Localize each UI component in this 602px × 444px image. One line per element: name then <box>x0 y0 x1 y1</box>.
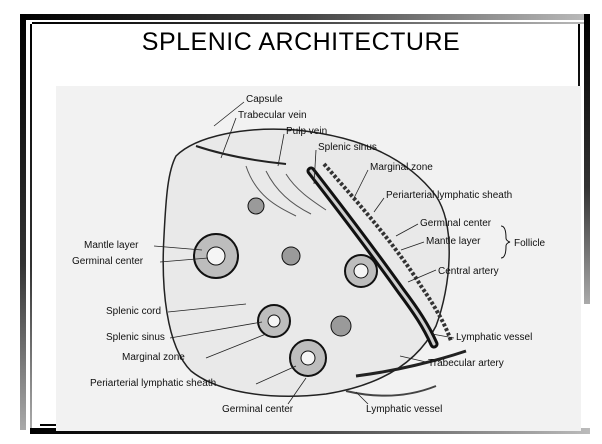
frame-top-border-inner <box>32 22 588 24</box>
label-pals-bottom: Periarterial lymphatic sheath <box>90 378 216 389</box>
label-mantle-layer-left: Mantle layer <box>84 240 139 251</box>
label-pals-right: Periarterial lymphatic sheath <box>386 190 512 201</box>
lymphatic-vessel-bottom-shape <box>346 386 436 396</box>
follicle-bottom-center <box>301 351 315 365</box>
follicle-small-2 <box>331 316 351 336</box>
label-trabecular-artery: Trabecular artery <box>428 358 504 369</box>
follicle-brace <box>501 226 510 258</box>
label-splenic-cord: Splenic cord <box>106 306 161 317</box>
label-marginal-zone-left: Marginal zone <box>122 352 185 363</box>
follicle-small-3 <box>282 247 300 265</box>
label-trabecular-vein: Trabecular vein <box>238 110 307 121</box>
label-splenic-sinus-left: Splenic sinus <box>106 332 165 343</box>
follicle-middle-center <box>268 315 280 327</box>
follicle-left-center <box>207 247 225 265</box>
label-pulp-vein: Pulp vein <box>286 126 327 137</box>
label-mantle-layer-right: Mantle layer <box>426 236 481 247</box>
label-lymphatic-vessel-right: Lymphatic vessel <box>456 332 532 343</box>
label-lymphatic-vessel-bottom: Lymphatic vessel <box>366 404 442 415</box>
label-central-artery: Central artery <box>438 266 499 277</box>
frame-left-border-inner <box>30 24 32 428</box>
label-germinal-center-bottom: Germinal center <box>222 404 294 415</box>
label-germinal-center-right: Germinal center <box>420 218 492 229</box>
label-marginal-zone-top: Marginal zone <box>370 162 433 173</box>
frame-top-border <box>20 14 590 20</box>
follicle-small <box>248 198 264 214</box>
label-splenic-sinus-top: Splenic sinus <box>318 142 377 153</box>
frame-left-border <box>20 14 26 430</box>
spleen-diagram: Capsule Trabecular vein Pulp vein Spleni… <box>56 86 581 431</box>
label-follicle: Follicle <box>514 238 546 249</box>
frame-right-border <box>584 14 590 304</box>
slide-title: SPLENIC ARCHITECTURE <box>0 28 602 57</box>
spleen-diagram-svg: Capsule Trabecular vein Pulp vein Spleni… <box>56 86 581 431</box>
label-germinal-center-left: Germinal center <box>72 256 144 267</box>
label-capsule: Capsule <box>246 94 283 105</box>
follicle-right-center <box>354 264 368 278</box>
